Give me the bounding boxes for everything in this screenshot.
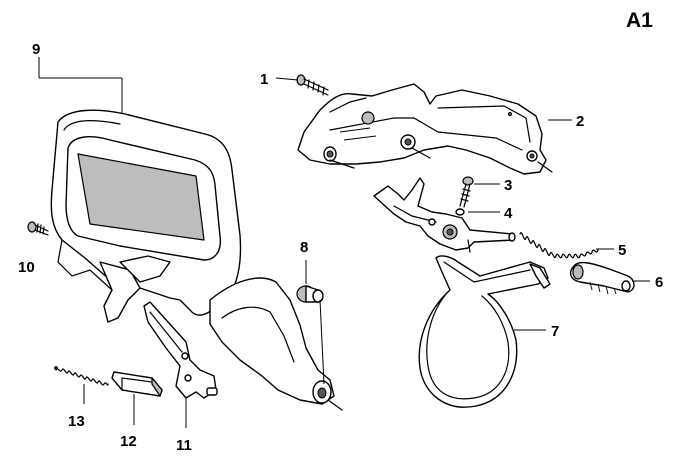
callout-6: 6 [655, 274, 663, 291]
callout-10: 10 [18, 259, 35, 276]
part-6-sleeve [569, 261, 635, 295]
part-4-latch [373, 177, 516, 253]
callout-8: 8 [300, 239, 308, 256]
leader-lines [38, 57, 650, 428]
part-1-screw [296, 74, 329, 96]
part-9-hand-guard [50, 109, 242, 323]
sheet-id-label: A1 [626, 9, 653, 32]
callout-7: 7 [551, 323, 559, 340]
part-5-spring [519, 232, 599, 259]
callout-1: 1 [260, 71, 268, 88]
part-9-guard-body [209, 277, 343, 411]
callout-2: 2 [576, 113, 584, 130]
callout-9: 9 [32, 41, 40, 58]
callout-12: 12 [120, 433, 137, 450]
callout-4: 4 [504, 205, 513, 222]
callout-13: 13 [68, 413, 85, 430]
callout-labels: 9 1 2 3 4 5 6 7 8 10 13 12 11 [18, 41, 663, 454]
part-13-spring [54, 366, 109, 386]
part-3-screw [459, 176, 474, 208]
part-12-bushing [111, 371, 163, 397]
part-10-screw [27, 221, 49, 236]
part-11-brake-lever [143, 301, 218, 399]
part-2-brake-housing [297, 83, 553, 175]
callout-3: 3 [504, 177, 512, 194]
callout-5: 5 [618, 242, 626, 259]
part-7-brake-band [418, 255, 551, 408]
callout-11: 11 [176, 437, 192, 454]
part-8-buffer [296, 285, 324, 303]
